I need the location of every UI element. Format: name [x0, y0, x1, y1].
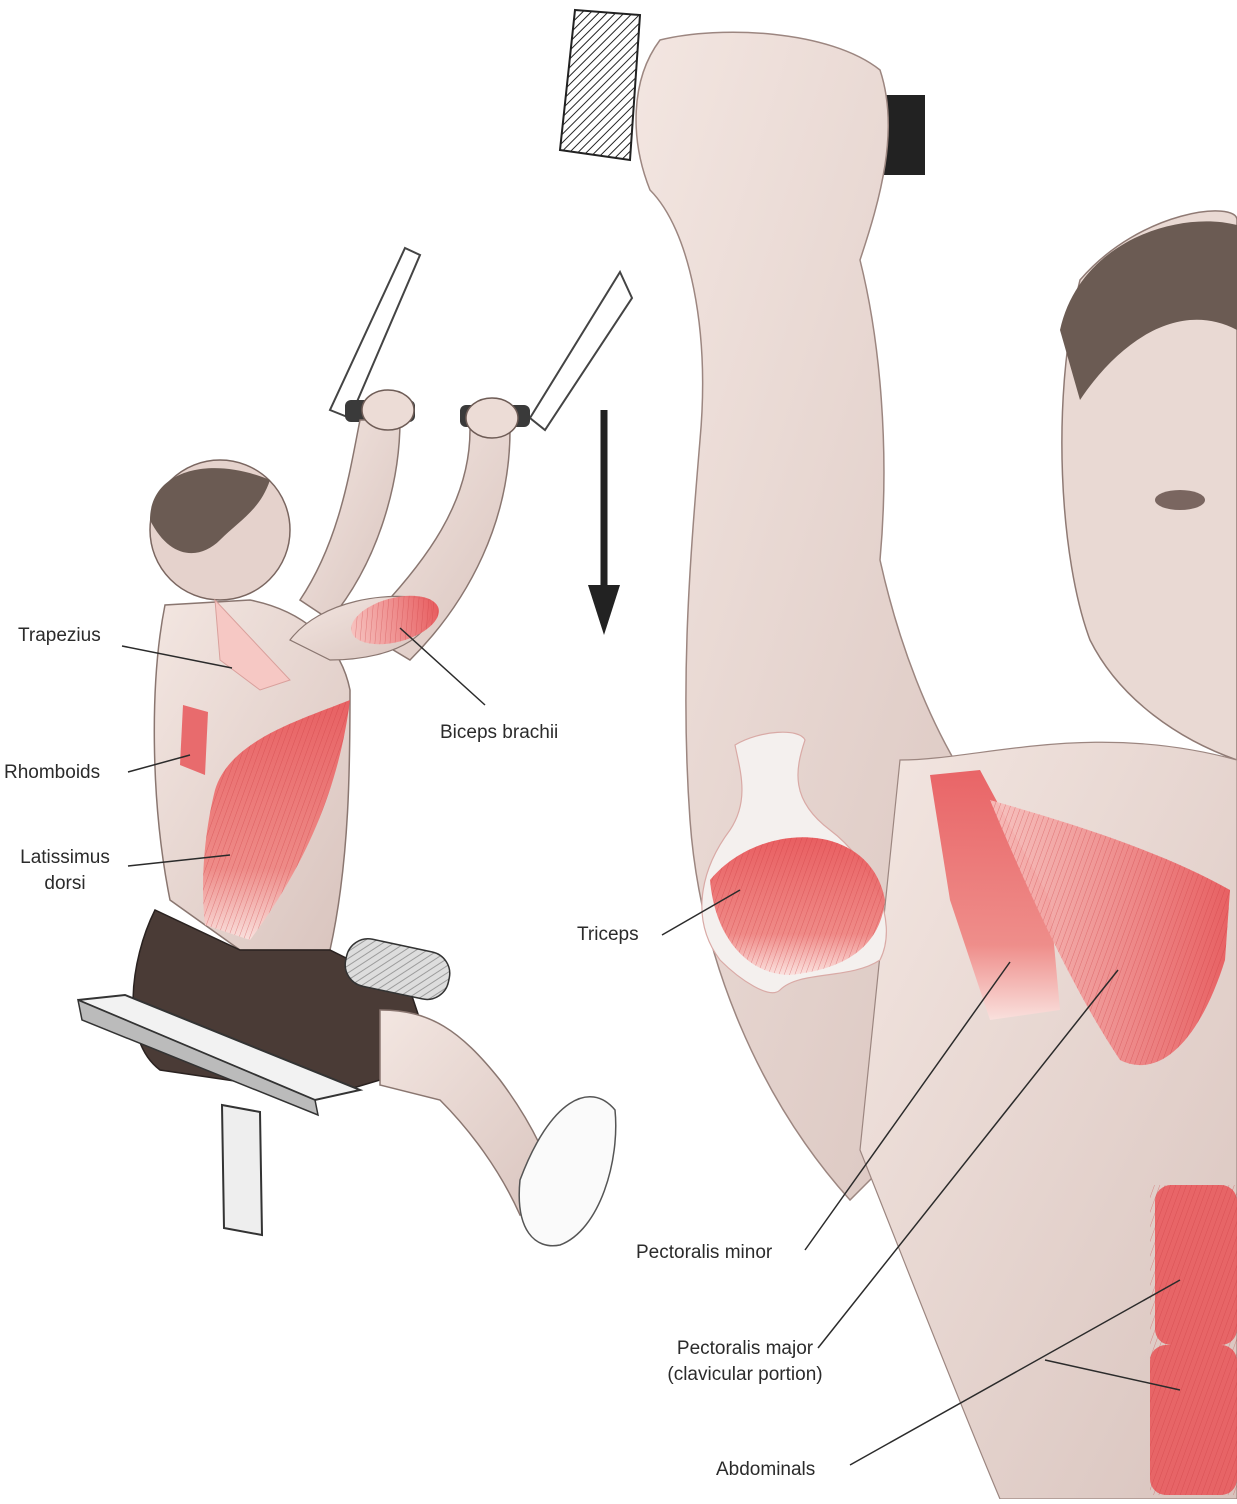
label-rhomboids: Rhomboids	[4, 760, 100, 786]
right-handle-bar	[530, 272, 632, 430]
seat-post	[222, 1105, 262, 1235]
label-latissimus: Latissimus dorsi	[10, 845, 120, 897]
label-triceps: Triceps	[577, 922, 639, 948]
closeup-figure	[560, 10, 1237, 1499]
label-pectoralis-major-line2: (clavicular portion)	[630, 1362, 860, 1388]
label-abdominals: Abdominals	[716, 1457, 815, 1483]
down-arrow	[588, 410, 620, 635]
seated-figure	[78, 248, 632, 1246]
label-biceps-brachii: Biceps brachii	[440, 720, 558, 746]
biceps-leader	[400, 628, 485, 705]
shoe	[519, 1097, 616, 1246]
label-pectoralis-major-line1: Pectoralis major	[630, 1336, 860, 1362]
rhomboids-muscle	[180, 705, 208, 775]
label-pectoralis-minor: Pectoralis minor	[636, 1240, 772, 1266]
cable-block	[560, 10, 640, 160]
label-pectoralis-major: Pectoralis major (clavicular portion)	[630, 1336, 860, 1388]
label-latissimus-line2: dorsi	[10, 871, 120, 897]
label-latissimus-line1: Latissimus	[10, 845, 120, 871]
label-trapezius: Trapezius	[18, 623, 101, 649]
